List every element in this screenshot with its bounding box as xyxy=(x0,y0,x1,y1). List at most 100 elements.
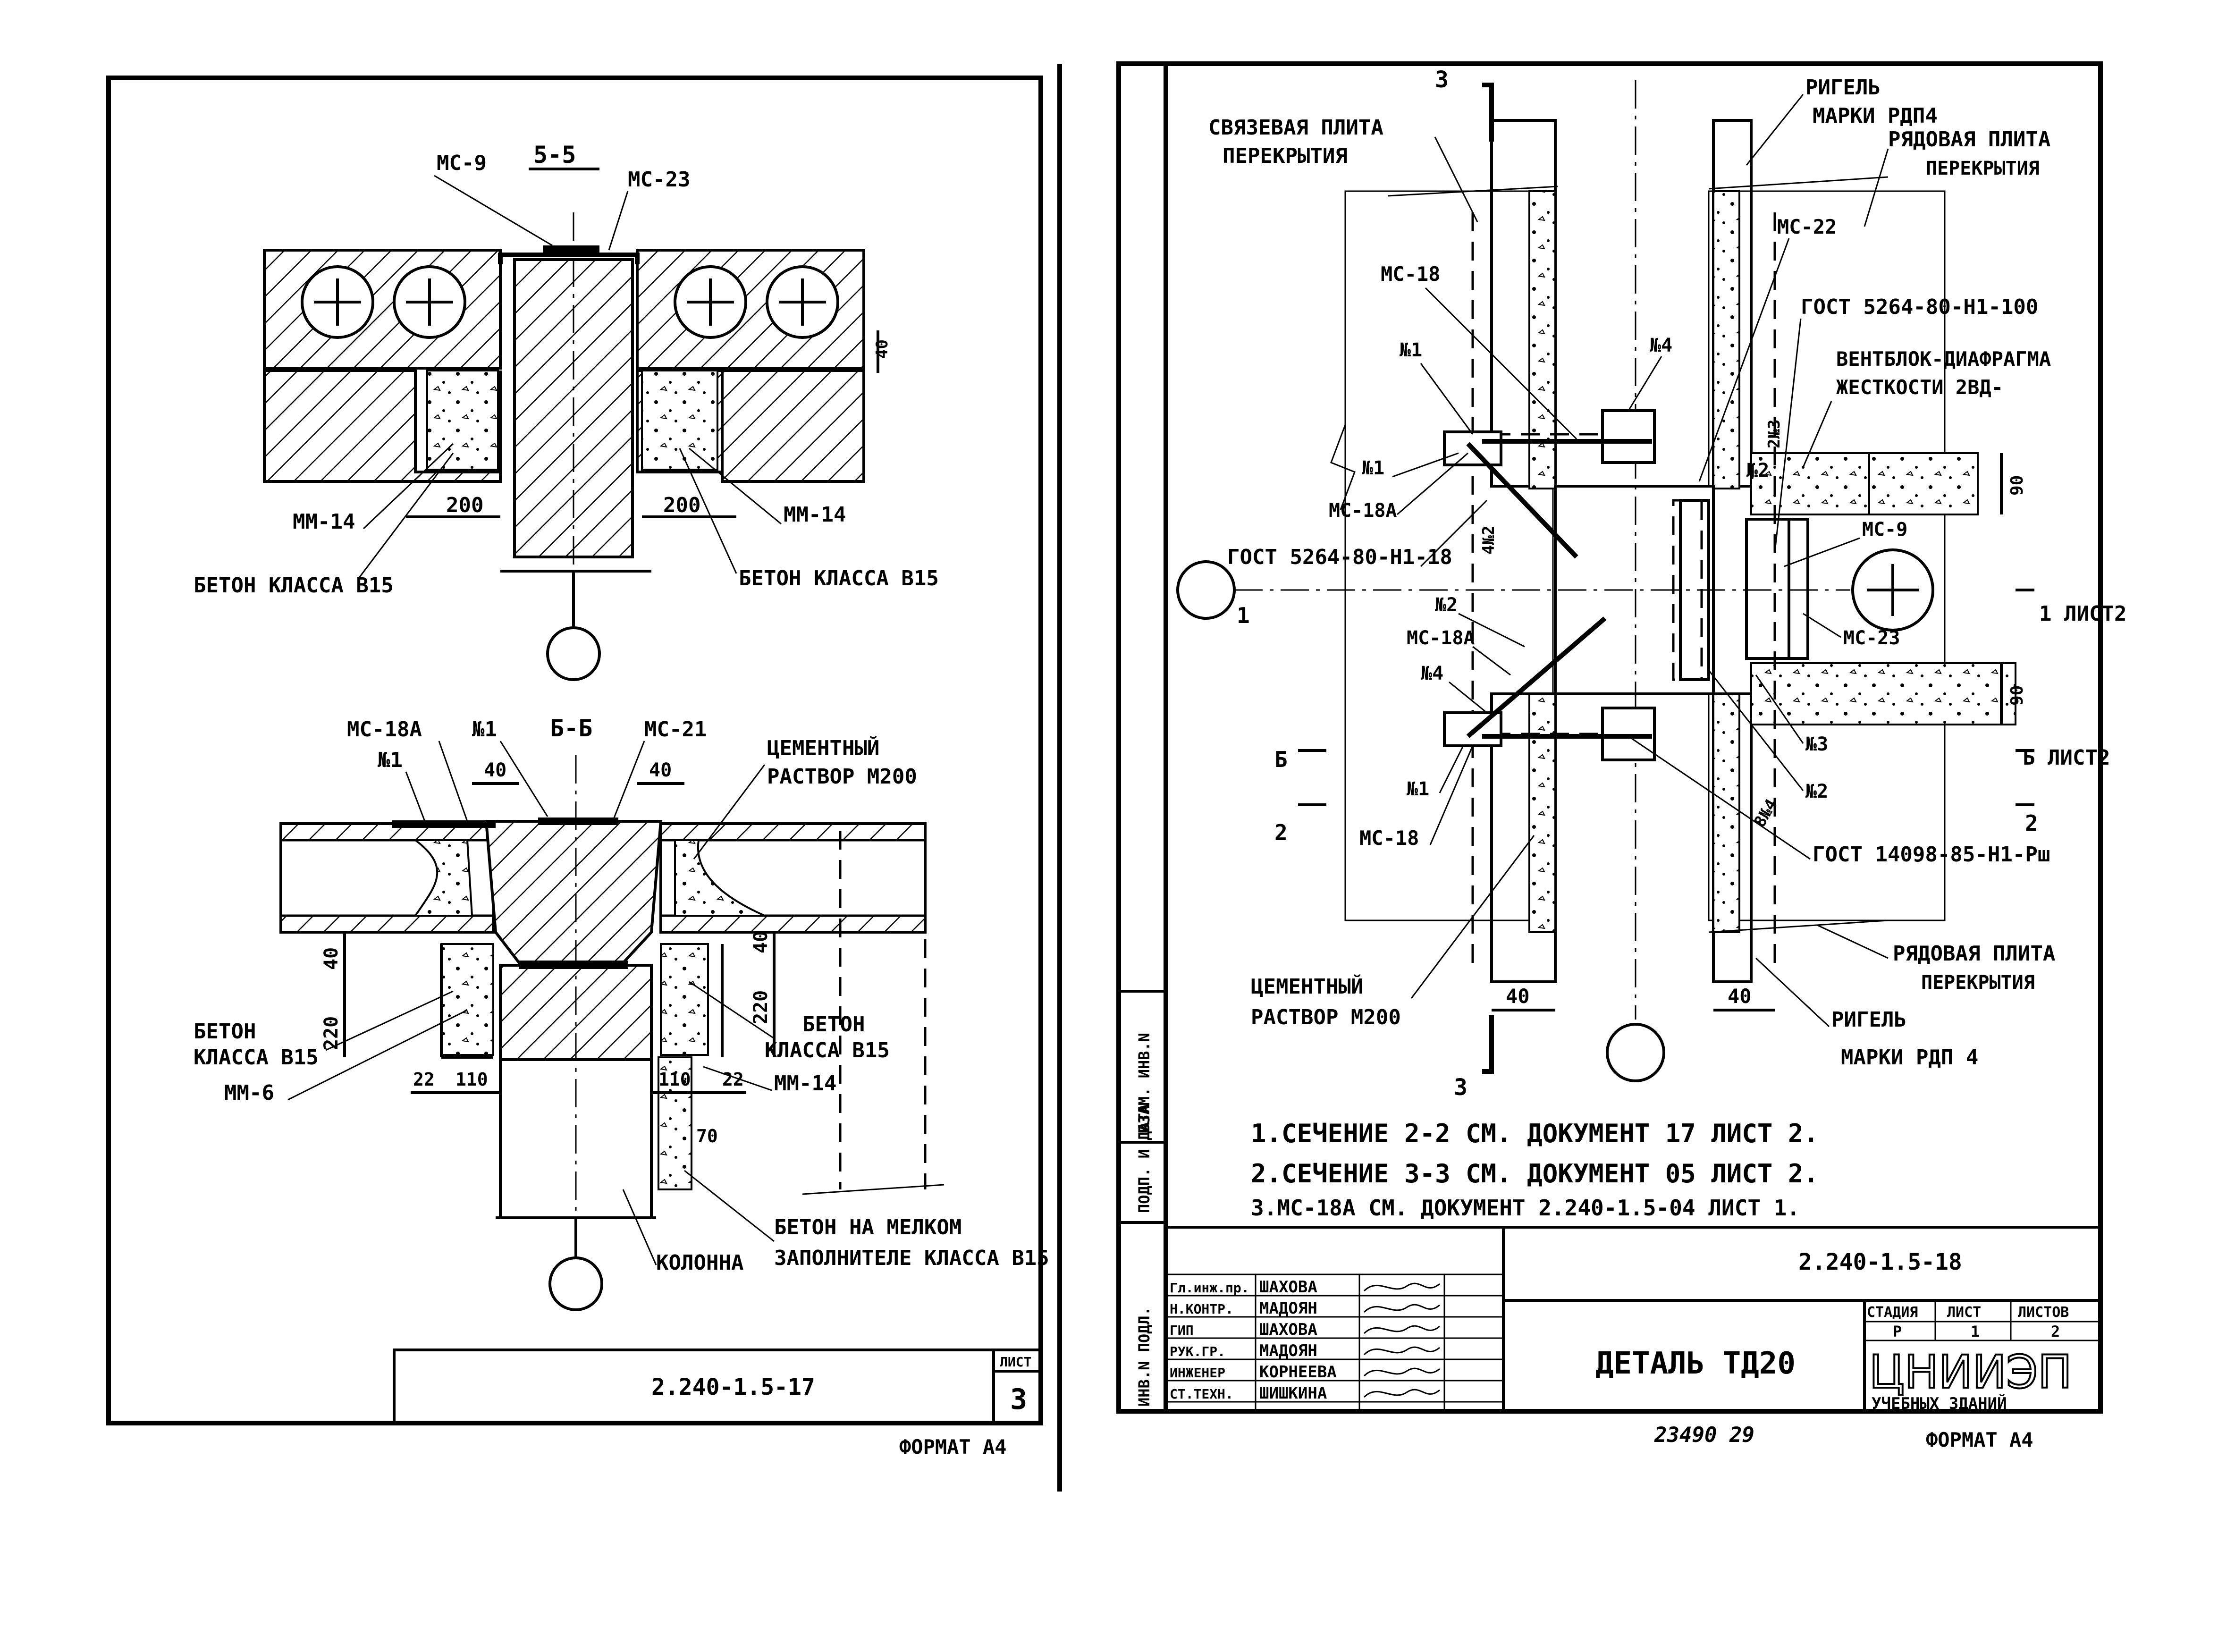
label-concrete-right-1: БЕТОН xyxy=(802,1012,865,1037)
label-dim-200-right: 200 xyxy=(663,493,700,517)
leader-ms9 xyxy=(434,175,553,246)
leader-concrete-b-right xyxy=(689,981,775,1039)
leader-ms18a xyxy=(438,741,468,822)
ms23-plate xyxy=(1788,518,1809,660)
cut3-bottom: 3 xyxy=(1454,1074,1468,1101)
sheet-value: 1 xyxy=(1971,1323,1980,1340)
side-strip-inv-podl: ИНВ.N ПОДЛ. xyxy=(1135,1306,1153,1407)
label-mm14-left: ММ-14 xyxy=(293,510,355,534)
leader-ms22 xyxy=(1698,238,1790,482)
name-0: ШАХОВА xyxy=(1259,1278,1317,1297)
sheet-header: ЛИСТ xyxy=(1947,1304,1981,1321)
label-concrete-right-2: КЛАССА В15 xyxy=(765,1038,890,1062)
weld-4n2: 4№2 xyxy=(1479,526,1498,555)
leader-mm6 xyxy=(287,1009,468,1101)
mortar-right xyxy=(674,839,765,917)
dim-90-top: 90 xyxy=(2007,475,2027,496)
notes: 1.СЕЧЕНИЕ 2-2 СМ. ДОКУМЕНТ 17 ЛИСТ 2. 2.… xyxy=(1251,1119,1819,1221)
axis-bubble-bottom xyxy=(1606,1023,1665,1082)
n4-b: №4 xyxy=(1421,663,1443,684)
ms18-top: МС-18 xyxy=(1381,262,1440,286)
label-dim-40-right: 40 xyxy=(750,931,772,953)
cut3-top: 3 xyxy=(1435,67,1449,93)
n4-a: №4 xyxy=(1650,335,1672,356)
slab-void-left-1 xyxy=(301,265,374,339)
title-block-title: ДЕТАЛЬ ТД20 xyxy=(1595,1346,1796,1381)
leader-row-slab-bottom xyxy=(1817,924,1889,959)
section-b-b: Б-Б МС-18А xyxy=(194,715,1049,1311)
cut-2-left: 2 xyxy=(1274,820,1288,845)
label-dim-220-left: 220 xyxy=(320,1016,342,1050)
rigel-left-part xyxy=(263,369,502,483)
row-slab-bottom-2: ПЕРЕКРЫТИЯ xyxy=(1921,972,2035,994)
leader-tie-slab xyxy=(1434,136,1478,222)
leader-cement-right xyxy=(1410,835,1535,999)
diag-bar-2 xyxy=(1466,616,1607,738)
leader-n3 xyxy=(1755,674,1804,744)
fine-concrete-pocket xyxy=(658,1056,692,1190)
label-dim-70: 70 xyxy=(696,1126,718,1146)
sheets-header: ЛИСТОВ xyxy=(2018,1304,2069,1321)
leader-n1-left xyxy=(405,771,426,822)
label-mm6: ММ-6 xyxy=(224,1081,274,1105)
concrete-fill-right xyxy=(641,370,718,471)
mortar-upper-right xyxy=(1712,190,1740,489)
label-fine-1: БЕТОН НА МЕЛКОМ xyxy=(774,1215,961,1239)
ms18a-a: МС-18А xyxy=(1329,500,1397,522)
leader-n4-left xyxy=(1420,363,1474,435)
label-dim-200-left: 200 xyxy=(446,493,483,517)
label-dim-40-left: 40 xyxy=(320,947,342,970)
left-stamp: 2.240-1.5-17 ЛИСТ 3 xyxy=(393,1349,1042,1424)
n3: №3 xyxy=(1805,733,1828,755)
rigel-lower-cut xyxy=(1482,1015,1494,1074)
gost-5264-18: ГОСТ 5264-80-Н1-18 xyxy=(1227,545,1452,569)
detail-labels: 3 3 РИГЕЛЬ МАРКИ РДП4 СВЯЗЕВАЯ ПЛИТА ПЕР… xyxy=(1208,67,2126,1101)
row-slab-top-2: ПЕРЕКРЫТИЯ xyxy=(1926,158,2040,179)
leader-n1-top xyxy=(499,741,548,817)
leader-ms18a-b xyxy=(1472,646,1511,676)
cut-1-left: 1 xyxy=(1237,603,1250,628)
left-stamp-sheet-label: ЛИСТ xyxy=(1000,1354,1031,1370)
signatures xyxy=(1363,1282,1440,1398)
vent-1: ВЕНТБЛОК-ДИАФРАГМА xyxy=(1836,347,2051,371)
section-b-b-title: Б-Б xyxy=(550,715,592,742)
leader-fine xyxy=(684,1170,775,1242)
n2-b: №2 xyxy=(1435,594,1458,616)
rigel-bottom-2: МАРКИ РДП 4 xyxy=(1841,1045,1978,1070)
tie-slab-outline xyxy=(1344,190,1554,921)
plate-ms9 xyxy=(543,245,599,255)
leader-ms23 xyxy=(608,191,629,251)
leader-ms18-top xyxy=(1425,287,1577,440)
leader-ms18a-a xyxy=(1397,452,1468,515)
leader-ms21 xyxy=(613,741,645,819)
role-0: Гл.инж.пр. xyxy=(1170,1280,1249,1296)
name-4: КОРНЕЕВА xyxy=(1259,1363,1337,1382)
note-2: 2.СЕЧЕНИЕ 3-3 СМ. ДОКУМЕНТ 05 ЛИСТ 2. xyxy=(1251,1159,1819,1188)
stage-value: Р xyxy=(1893,1323,1902,1340)
cement-right-2: РАСТВОР М200 xyxy=(1251,1005,1401,1029)
ms18a-plate xyxy=(392,820,496,828)
label-dim-40-a: 40 xyxy=(484,759,506,781)
org-logo: ЦНИИЭП xyxy=(1869,1346,2072,1399)
side-strip: ИНВ.N ПОДЛ. ПОДП. И ДАТА ВЗАМ. ИНВ.N xyxy=(1119,990,1166,1407)
concrete-fill-left xyxy=(426,370,499,471)
n4-left: №1 xyxy=(1400,339,1422,361)
name-1: МАДОЯН xyxy=(1259,1299,1317,1318)
label-mm14-b: ММ-14 xyxy=(774,1071,836,1096)
left-sheet: 5-5 МС-9 МС-23 40 200 xyxy=(106,64,1062,1492)
right-format: ФОРМАТ А4 xyxy=(1926,1428,2033,1451)
rigel-upper-cut xyxy=(1482,83,1494,142)
n2-a: №2 xyxy=(1746,460,1769,481)
row-slab-bottom-1: РЯДОВАЯ ПЛИТА xyxy=(1893,942,2055,966)
name-5: ШИШКИНА xyxy=(1259,1384,1327,1403)
row-slab-top-1: РЯДОВАЯ ПЛИТА xyxy=(1888,127,2050,152)
left-stamp-code: 2.240-1.5-17 xyxy=(651,1374,815,1400)
tie-slab-1: СВЯЗЕВАЯ ПЛИТА xyxy=(1208,116,1383,140)
column-head-b xyxy=(484,820,663,964)
label-dim-110-right: 110 xyxy=(658,1069,691,1090)
tie-slab-2: ПЕРЕКРЫТИЯ xyxy=(1223,144,1348,168)
right-sheet: ИНВ.N ПОДЛ. ПОДП. И ДАТА ВЗАМ. ИНВ.N xyxy=(1116,61,2126,1451)
mortar-lower-left xyxy=(1528,693,1556,933)
n2-bracket-right xyxy=(1679,499,1710,681)
